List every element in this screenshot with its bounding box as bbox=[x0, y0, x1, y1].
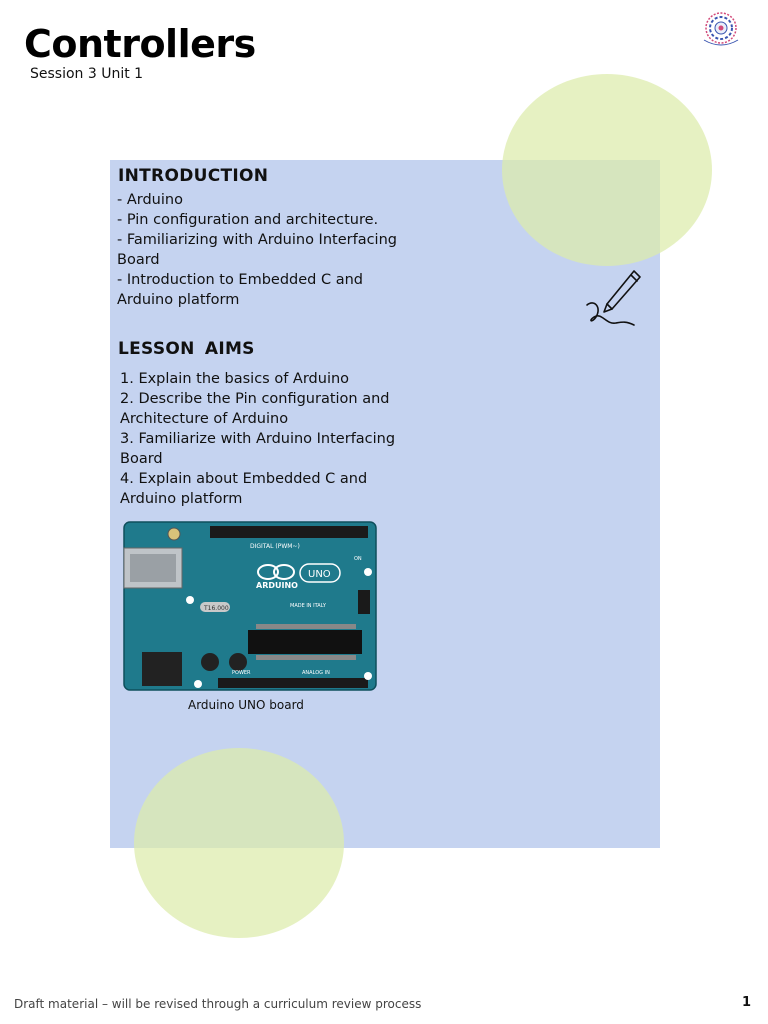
list-item: - Familiarizing with Arduino Interfacing… bbox=[117, 232, 397, 268]
lesson-aims-list: 1. Explain the basics of Arduino 2. Desc… bbox=[120, 369, 410, 509]
decorative-circle-top bbox=[502, 74, 712, 266]
introduction-list: - Arduino - Pin configuration and archit… bbox=[117, 190, 407, 310]
page-title: Controllers bbox=[24, 22, 256, 66]
board-analog-label: ANALOG IN bbox=[302, 670, 330, 676]
institute-seal-icon bbox=[703, 12, 739, 46]
page-subtitle: Session 3 Unit 1 bbox=[30, 66, 144, 82]
list-item: 2. Describe the Pin configuration and Ar… bbox=[120, 391, 390, 427]
board-model-label: UNO bbox=[308, 569, 331, 580]
content-panel bbox=[110, 160, 660, 848]
board-on-label: ON bbox=[354, 556, 362, 562]
board-digital-label: DIGITAL (PWM~) bbox=[250, 543, 300, 550]
list-item: 3. Familiarize with Arduino Interfacing … bbox=[120, 431, 396, 467]
list-item: - Pin configuration and architecture. bbox=[117, 212, 379, 228]
introduction-heading: INTRODUCTION bbox=[118, 166, 269, 186]
list-item: - Introduction to Embedded C and Arduino… bbox=[117, 272, 363, 308]
lesson-aims-heading: LESSON AIMS bbox=[118, 339, 255, 359]
decorative-circle-bottom bbox=[134, 748, 344, 938]
board-crystal-label: T16.000 bbox=[203, 605, 229, 612]
board-power-label: POWER bbox=[232, 670, 251, 676]
list-item: - Arduino bbox=[117, 192, 183, 208]
pencil-icon bbox=[586, 270, 641, 326]
board-made-label: MADE IN ITALY bbox=[290, 603, 327, 609]
list-item: 1. Explain the basics of Arduino bbox=[120, 371, 350, 387]
page-number: 1 bbox=[742, 995, 752, 1010]
arduino-uno-board-image: DIGITAL (PWM~) ARDUINO UNO ON T16.000 MA… bbox=[123, 521, 377, 691]
figure-caption: Arduino UNO board bbox=[188, 698, 304, 712]
board-brand-label: ARDUINO bbox=[256, 581, 298, 590]
footer-note: Draft material – will be revised through… bbox=[14, 997, 422, 1011]
list-item: 4. Explain about Embedded C and Arduino … bbox=[120, 471, 368, 507]
